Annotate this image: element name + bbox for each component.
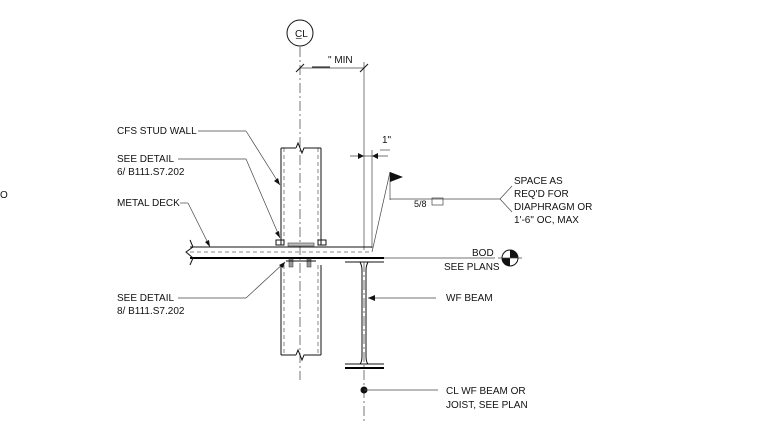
see-detail-top-leader bbox=[178, 158, 281, 239]
space-as-line-2: REQ'D FOR bbox=[514, 189, 569, 200]
see-detail-bottom-line-2: 8/ B111.S7.202 bbox=[117, 306, 185, 317]
see-detail-bottom-leader bbox=[178, 261, 286, 299]
cfs-stud-wall-leader bbox=[198, 130, 281, 186]
bod-label: BOD bbox=[472, 248, 494, 259]
see-detail-top-line-1: SEE DETAIL bbox=[117, 154, 174, 165]
min-dimension-label: " MIN bbox=[328, 55, 353, 66]
wf-beam-label: WF BEAM bbox=[446, 293, 493, 304]
centerline-symbol: C̲L bbox=[295, 29, 308, 40]
cl-wf-beam-line-1: CL WF BEAM OR bbox=[446, 386, 526, 397]
bod-marker bbox=[384, 249, 522, 267]
cfs-stud-wall-label: CFS STUD WALL bbox=[117, 126, 197, 137]
metal-deck-label: METAL DECK bbox=[117, 198, 180, 209]
stud-wall-lower bbox=[280, 265, 322, 362]
connection-clips bbox=[275, 239, 327, 268]
centerline-bubble: C̲L bbox=[286, 19, 314, 47]
metal-deck-leader bbox=[180, 202, 211, 248]
weld-length-box-icon bbox=[431, 197, 444, 206]
space-as-line-1: SPACE AS bbox=[514, 176, 563, 187]
gap-dimension: 1" bbox=[350, 135, 392, 248]
cl-beam-leader bbox=[360, 386, 438, 394]
wf-beam-leader bbox=[368, 295, 436, 301]
space-as-line-4: 1'-6" OC, MAX bbox=[514, 215, 579, 226]
weld-size-label: 5/8 bbox=[414, 199, 427, 209]
space-as-line-3: DIAPHRAGM OR bbox=[514, 202, 592, 213]
wf-beam bbox=[345, 257, 384, 369]
metal-deck bbox=[185, 239, 372, 266]
field-weld-flag-icon bbox=[390, 172, 403, 182]
see-detail-top-line-2: 6/ B111.S7.202 bbox=[117, 167, 185, 178]
gap-dimension-label: 1" bbox=[382, 135, 392, 146]
min-dimension: " MIN bbox=[295, 55, 369, 250]
see-detail-bottom-line-1: SEE DETAIL bbox=[117, 293, 174, 304]
stud-wall-upper bbox=[280, 141, 322, 245]
edge-mark: O bbox=[0, 190, 8, 201]
weld-symbol: 5/8 bbox=[371, 171, 513, 253]
see-plans-label: SEE PLANS bbox=[444, 262, 500, 273]
cl-wf-beam-line-2: JOIST, SEE PLAN bbox=[446, 400, 528, 411]
break-line-icon bbox=[185, 239, 194, 266]
